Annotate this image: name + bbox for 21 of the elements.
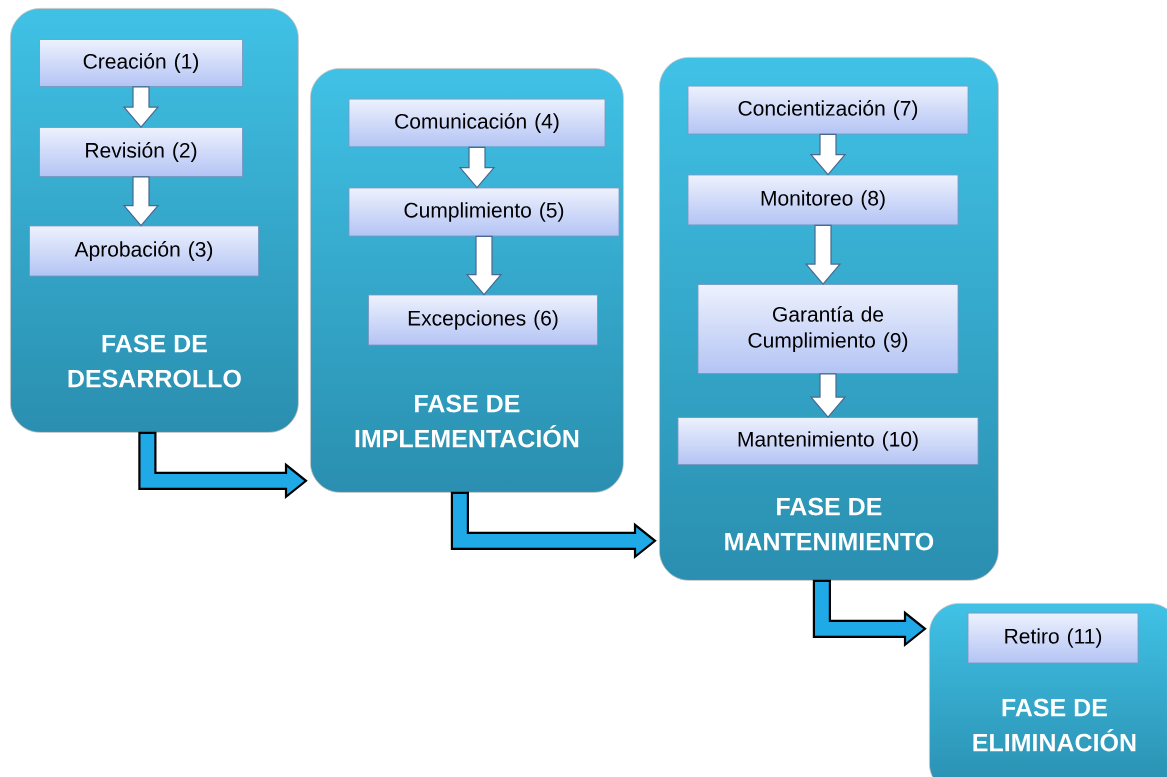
block-arrow [812,579,927,648]
step-box: Garantía de Cumplimiento (9) [697,284,959,374]
step-box: Concientización (7) [687,85,969,135]
step-box: Comunicación (4) [348,98,606,148]
step-box: Excepciones (6) [368,294,598,346]
block-arrow [465,235,503,296]
step-box: Mantenimiento (10) [677,417,979,465]
block-arrow [809,133,847,176]
step-box: Cumplimiento (5) [348,187,620,237]
block-arrow [458,146,496,189]
block-arrow [450,491,657,560]
block-arrow [122,86,160,129]
block-arrow [804,224,842,286]
step-box: Creación (1) [39,39,243,87]
step-box: Aprobación (3) [29,225,259,277]
step-box: Revisión (2) [39,127,243,177]
step-box: Monitoreo (8) [687,174,959,226]
block-arrow [809,373,847,419]
step-box: Retiro (11) [967,612,1139,664]
block-arrow [138,431,308,500]
block-arrow [122,176,160,227]
